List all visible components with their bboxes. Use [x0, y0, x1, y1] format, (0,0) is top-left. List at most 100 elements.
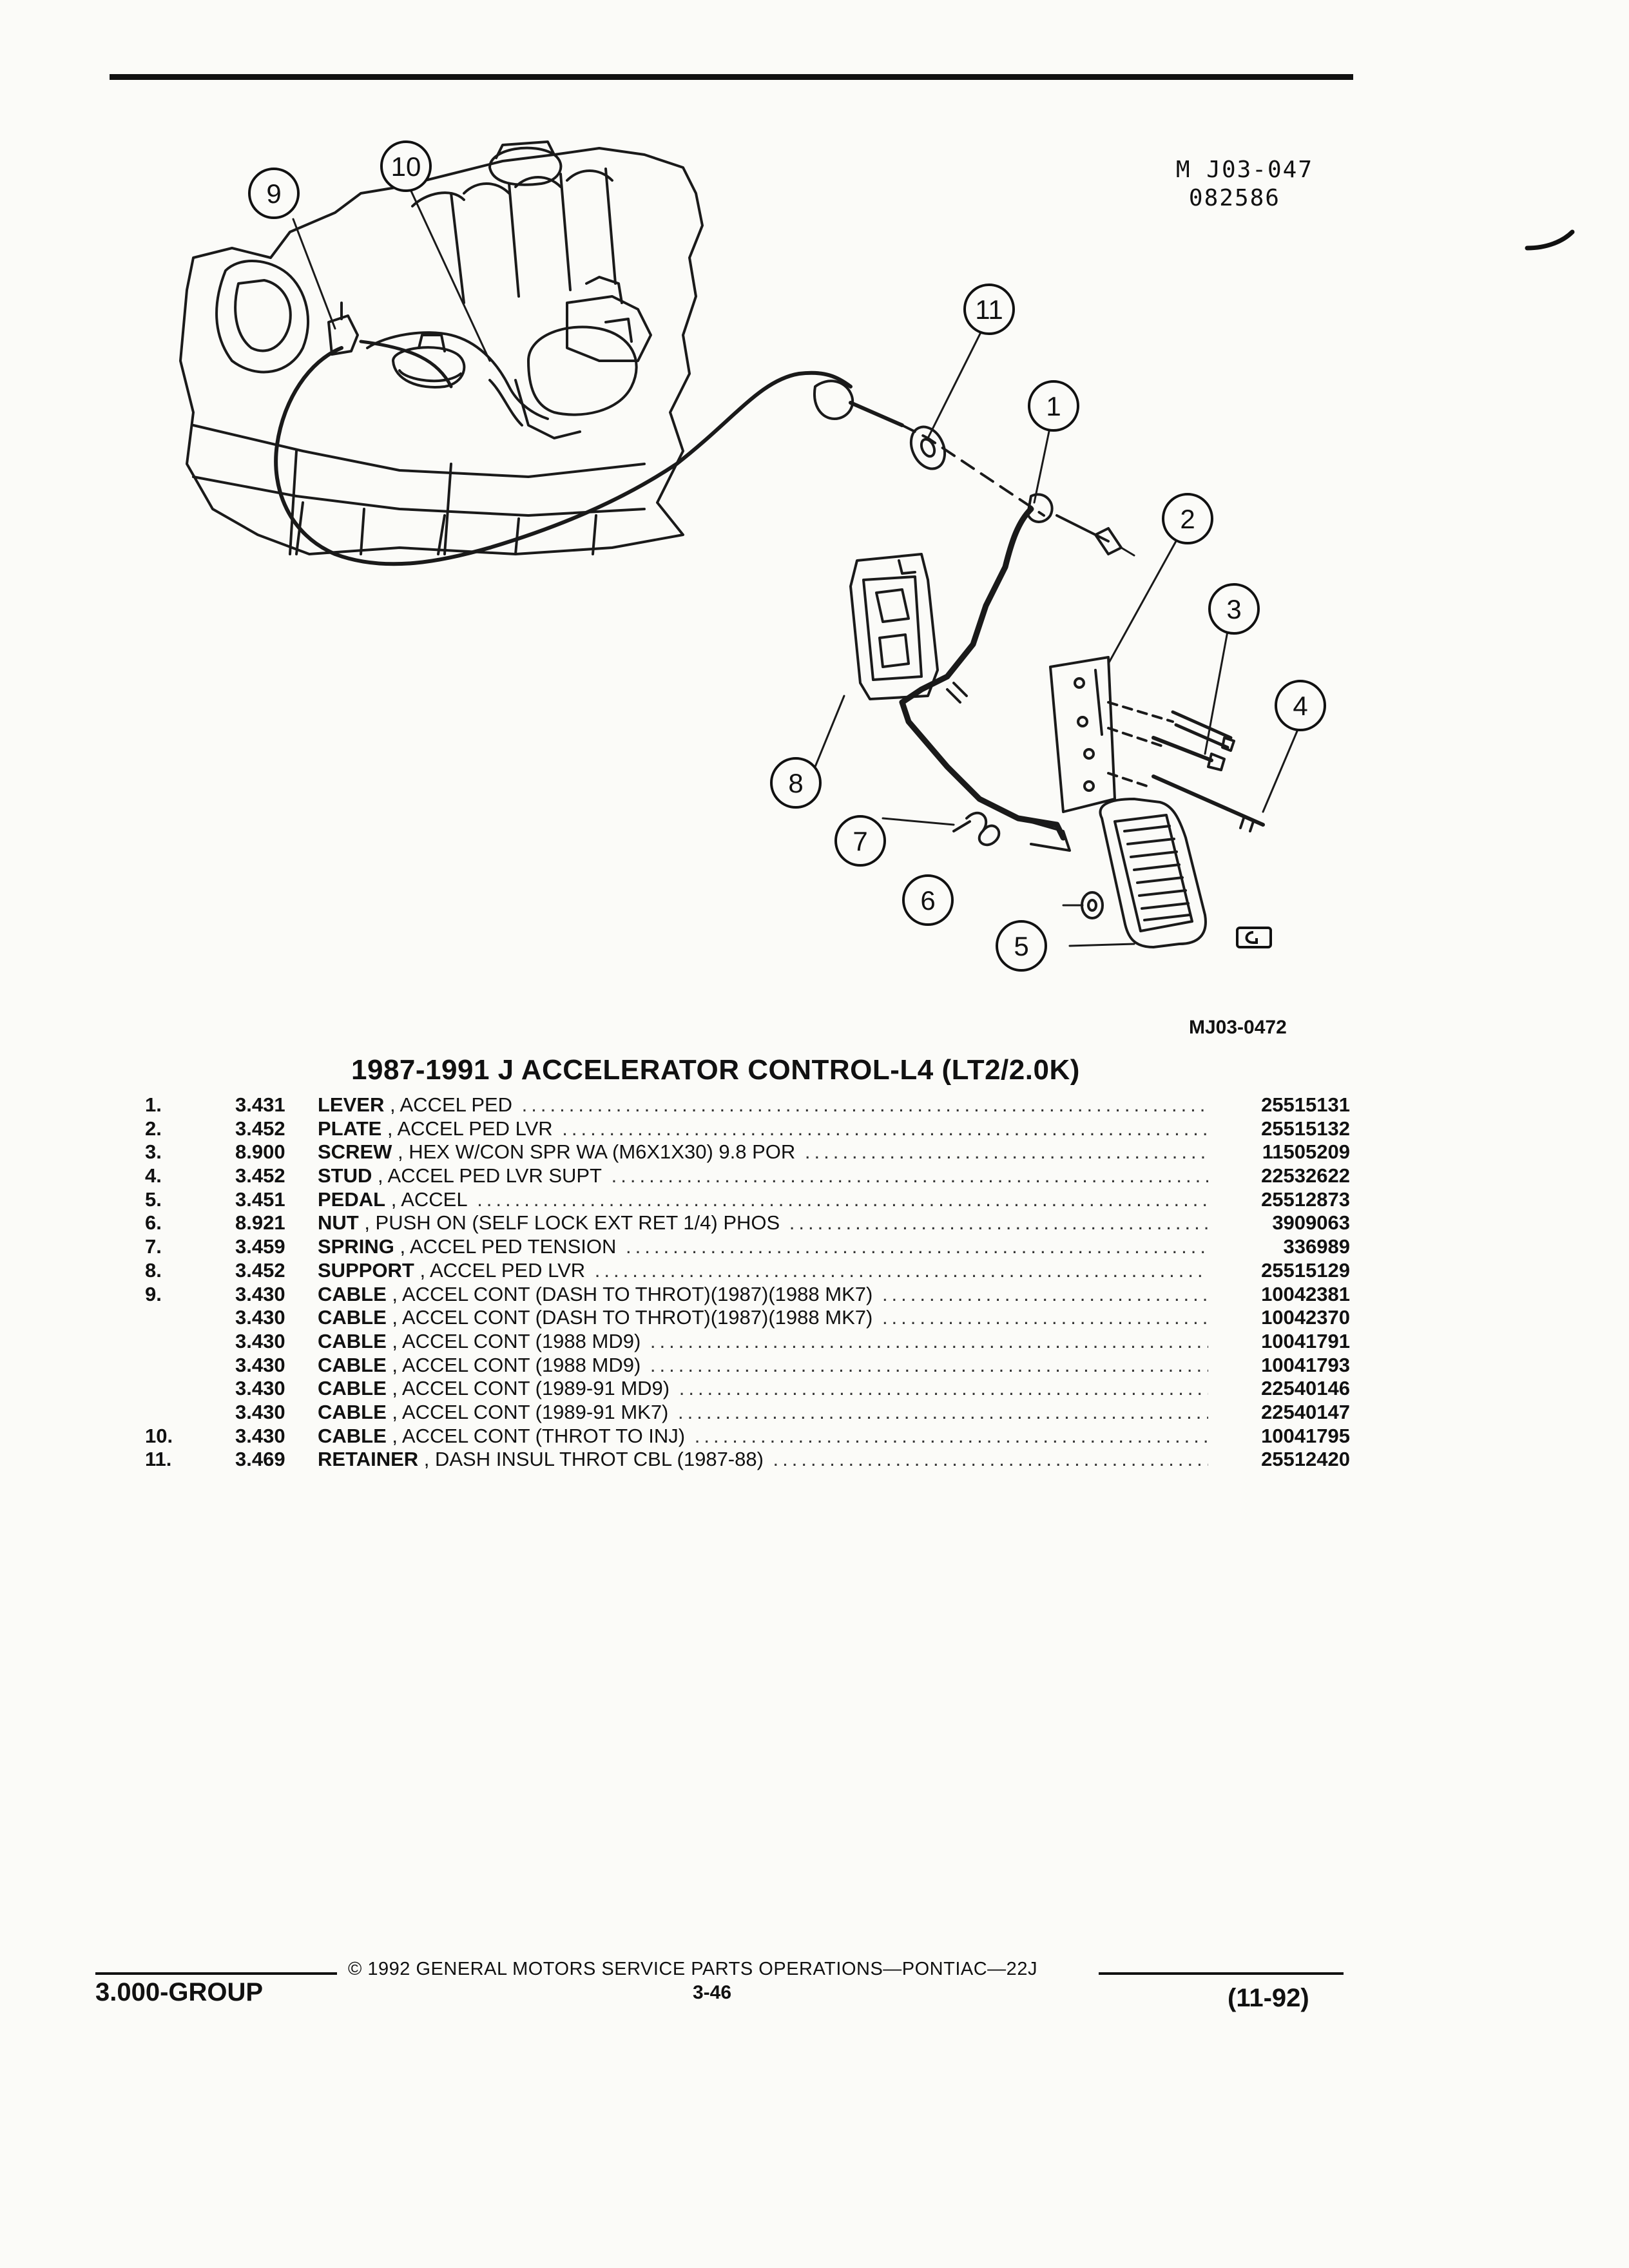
group-code: 3.451: [235, 1187, 285, 1211]
group-code: 3.469: [235, 1448, 285, 1471]
part-number: 22532622: [1261, 1164, 1350, 1187]
group-code: 3.430: [235, 1329, 285, 1352]
part-index: 7.: [145, 1235, 162, 1258]
callout-7: 7: [834, 815, 886, 867]
part-name: SPRING: [318, 1235, 394, 1258]
part-detail: , ACCEL CONT (THROT TO INJ): [386, 1424, 686, 1447]
svg-text:9: 9: [266, 178, 281, 209]
part-number: 3909063: [1272, 1211, 1350, 1235]
part-name: RETAINER: [318, 1448, 419, 1471]
svg-text:1: 1: [1046, 391, 1061, 421]
part-description: PLATE , ACCEL PED LVR ..................…: [318, 1117, 1208, 1141]
leader-dots: ........................................…: [626, 1235, 1208, 1258]
leader-dots: ........................................…: [521, 1093, 1208, 1116]
part-index: 6.: [145, 1211, 162, 1235]
leader-dots: ........................................…: [694, 1424, 1208, 1447]
part-number: 25512420: [1261, 1448, 1350, 1471]
part-detail: , PUSH ON (SELF LOCK EXT RET 1/4) PHOS: [358, 1211, 780, 1235]
callout-9: 9: [248, 168, 300, 219]
part-detail: , ACCEL PED: [384, 1093, 513, 1116]
callout-11: 11: [963, 284, 1015, 335]
group-code: 3.430: [235, 1282, 285, 1305]
part-description: CABLE , ACCEL CONT (1988 MD9) ..........…: [318, 1354, 1208, 1378]
group-code: 3.430: [235, 1400, 285, 1423]
part-description: CABLE , ACCEL CONT (1989-91 MD9) .......…: [318, 1377, 1208, 1401]
part-detail: , ACCEL CONT (1989-91 MK7): [386, 1400, 669, 1423]
callout-2: 2: [1162, 493, 1213, 544]
svg-text:5: 5: [1014, 931, 1028, 961]
page-number: 3-46: [693, 1982, 732, 2003]
leader-dots: ........................................…: [679, 1377, 1208, 1400]
part-name: SCREW: [318, 1140, 392, 1164]
nut-part: [1081, 891, 1104, 919]
part-description: PEDAL , ACCEL ..........................…: [318, 1188, 1208, 1212]
part-index: 11.: [145, 1448, 172, 1471]
part-name: STUD: [318, 1164, 372, 1187]
part-detail: , ACCEL PED TENSION: [394, 1235, 617, 1258]
top-rule: [110, 74, 1353, 80]
parts-row: 3.430 CABLE , ACCEL CONT (1989-91 MK7) ..…: [145, 1401, 1350, 1425]
part-description: NUT , PUSH ON (SELF LOCK EXT RET 1/4) PH…: [318, 1211, 1208, 1235]
pedal-part: [1099, 798, 1207, 948]
part-name: SUPPORT: [318, 1258, 414, 1282]
part-name: CABLE: [318, 1424, 387, 1447]
part-description: CABLE , ACCEL CONT (1989-91 MK7) .......…: [318, 1401, 1208, 1425]
footer-rule-left: [95, 1972, 337, 1975]
svg-text:4: 4: [1293, 691, 1307, 721]
part-description: RETAINER , DASH INSUL THROT CBL (1987-88…: [318, 1448, 1208, 1472]
part-description: LEVER , ACCEL PED ......................…: [318, 1093, 1208, 1117]
part-description: SUPPORT , ACCEL PED LVR ................…: [318, 1259, 1208, 1283]
svg-text:8: 8: [788, 768, 803, 798]
part-index: 10.: [145, 1424, 173, 1447]
part-number: 10041791: [1261, 1329, 1350, 1352]
part-number: 22540146: [1261, 1377, 1350, 1400]
part-number: 25515129: [1261, 1258, 1350, 1282]
part-index: 1.: [145, 1093, 162, 1116]
spring-part: [952, 811, 1001, 847]
part-name: CABLE: [318, 1377, 387, 1400]
callout-3: 3: [1208, 583, 1260, 635]
part-name: PLATE: [318, 1117, 382, 1140]
footer-rule-right: [1099, 1972, 1344, 1975]
part-name: PEDAL: [318, 1187, 386, 1211]
leader-dots: ........................................…: [562, 1117, 1208, 1140]
part-description: CABLE , ACCEL CONT (1988 MD9) ..........…: [318, 1330, 1208, 1354]
part-detail: , ACCEL PED LVR: [381, 1117, 553, 1140]
group-code: 3.452: [235, 1258, 285, 1282]
cable-end-fitting: [813, 380, 1045, 517]
part-name: CABLE: [318, 1282, 387, 1305]
group-code: 3.430: [235, 1306, 285, 1329]
callout-4: 4: [1275, 680, 1326, 731]
part-name: LEVER: [318, 1093, 385, 1116]
part-detail: , ACCEL CONT (1989-91 MD9): [386, 1377, 670, 1400]
part-number: 336989: [1283, 1235, 1350, 1258]
part-detail: , ACCEL: [385, 1187, 468, 1211]
diagram-code: M J03-047 082586: [1176, 156, 1313, 213]
group-code: 3.430: [235, 1353, 285, 1376]
leader-dots: ........................................…: [650, 1329, 1208, 1352]
leader-dots: ........................................…: [650, 1353, 1208, 1376]
svg-text:6: 6: [920, 885, 935, 916]
leader-dots: ........................................…: [611, 1164, 1208, 1187]
callout-8: 8: [770, 757, 822, 809]
svg-text:2: 2: [1180, 504, 1195, 534]
part-detail: , DASH INSUL THROT CBL (1987-88): [418, 1448, 764, 1471]
leader-dots: ........................................…: [882, 1306, 1208, 1329]
part-number: 10041793: [1261, 1353, 1350, 1376]
part-number: 10042381: [1261, 1282, 1350, 1305]
support-part: [849, 553, 939, 700]
svg-text:7: 7: [853, 826, 867, 856]
callout-10: 10: [380, 140, 432, 192]
part-index: 2.: [145, 1117, 162, 1140]
leader-dots: ........................................…: [678, 1400, 1208, 1423]
part-detail: , ACCEL PED LVR: [414, 1258, 586, 1282]
